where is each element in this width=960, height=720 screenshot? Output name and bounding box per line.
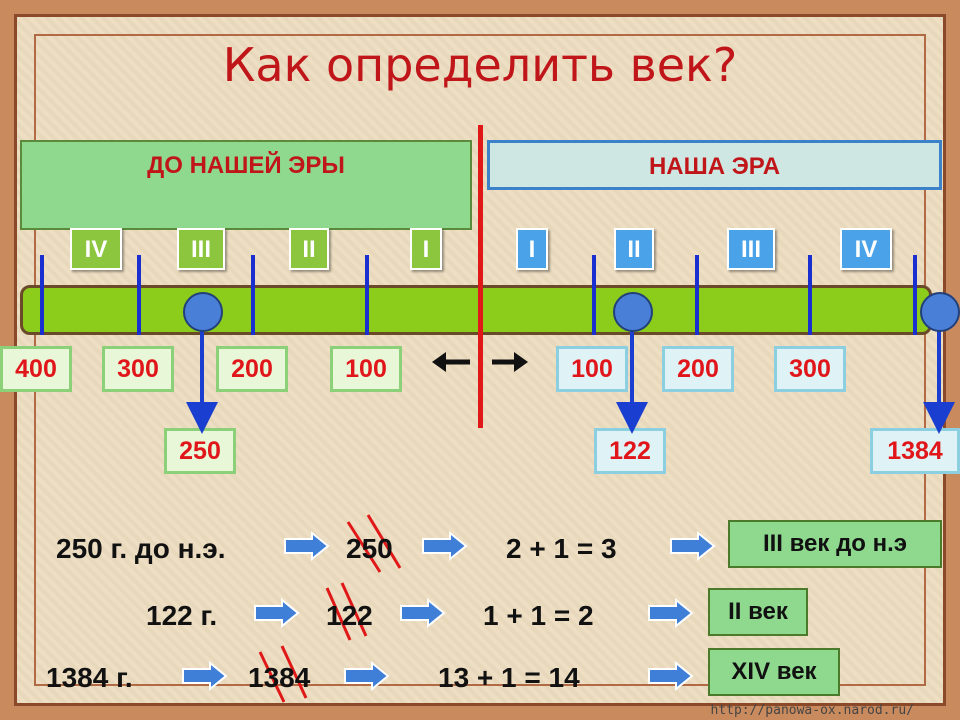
timeline-tick	[365, 285, 369, 335]
year-label-bc-100: 100	[330, 346, 402, 392]
century-bc-2: II	[289, 228, 329, 270]
row2-formula: 1 + 1 = 2	[483, 600, 594, 631]
year-label-bc-300: 300	[102, 346, 174, 392]
year-label-ad-300: 300	[774, 346, 846, 392]
marker-year-1384: 1384	[870, 428, 960, 474]
year-label-ad-200: 200	[662, 346, 734, 392]
strike-lines	[258, 514, 402, 703]
row3-arrow-1-icon	[182, 661, 228, 691]
row2-arrow-3-icon	[648, 598, 694, 628]
timeline-tick	[913, 285, 917, 335]
year-label-ad-100: 100	[556, 346, 628, 392]
row2-result: II век	[708, 588, 808, 636]
row2-arrow-2-icon	[400, 598, 446, 628]
source-url: http://panowa-ox.narod.ru/	[710, 703, 915, 718]
marker-dot-1384	[920, 292, 960, 332]
row3-result: XIV век	[708, 648, 840, 696]
row2-input: 122 г.	[146, 600, 218, 631]
marker-dot-250	[183, 292, 223, 332]
slide-title: Как определить век?	[222, 38, 738, 92]
row2-crossed: 122	[326, 600, 373, 631]
row1-formula: 2 + 1 = 3	[506, 533, 617, 564]
row2-arrow-1-icon	[254, 598, 300, 628]
row3-formula: 13 + 1 = 14	[438, 662, 580, 693]
row3-crossed: 1384	[248, 662, 311, 693]
century-bc-3: III	[177, 228, 225, 270]
row1-arrow-1-icon	[284, 531, 330, 561]
row1-input: 250 г. до н.э.	[56, 533, 226, 564]
century-ad-4: IV	[840, 228, 892, 270]
timeline-tick	[808, 285, 812, 335]
row1-arrow-2-icon	[422, 531, 468, 561]
century-ad-3: III	[727, 228, 775, 270]
year-label-bc-200: 200	[216, 346, 288, 392]
era-ad-box: НАША ЭРА	[487, 140, 942, 190]
marker-year-250: 250	[164, 428, 236, 474]
row1-arrow-3-icon	[670, 531, 716, 561]
row3-arrow-2-icon	[344, 661, 390, 691]
timeline-tick	[40, 285, 44, 335]
direction-arrows-icon	[432, 352, 528, 372]
century-bc-1: I	[410, 228, 442, 270]
timeline-tick	[251, 285, 255, 335]
year-label-bc-400: 400	[0, 346, 72, 392]
century-ad-2: II	[614, 228, 654, 270]
century-bc-4: IV	[70, 228, 122, 270]
row3-arrow-3-icon	[648, 661, 694, 691]
marker-dot-122	[613, 292, 653, 332]
era-divider-line	[478, 125, 483, 428]
row3-input: 1384 г.	[46, 662, 133, 693]
century-ad-1: I	[516, 228, 548, 270]
era-bc-box: ДО НАШЕЙ ЭРЫ	[20, 140, 472, 230]
row1-crossed: 250	[346, 533, 393, 564]
row1-result: III век до н.э	[728, 520, 942, 568]
timeline-tick	[592, 285, 596, 335]
timeline-tick	[137, 285, 141, 335]
timeline-tick	[695, 285, 699, 335]
